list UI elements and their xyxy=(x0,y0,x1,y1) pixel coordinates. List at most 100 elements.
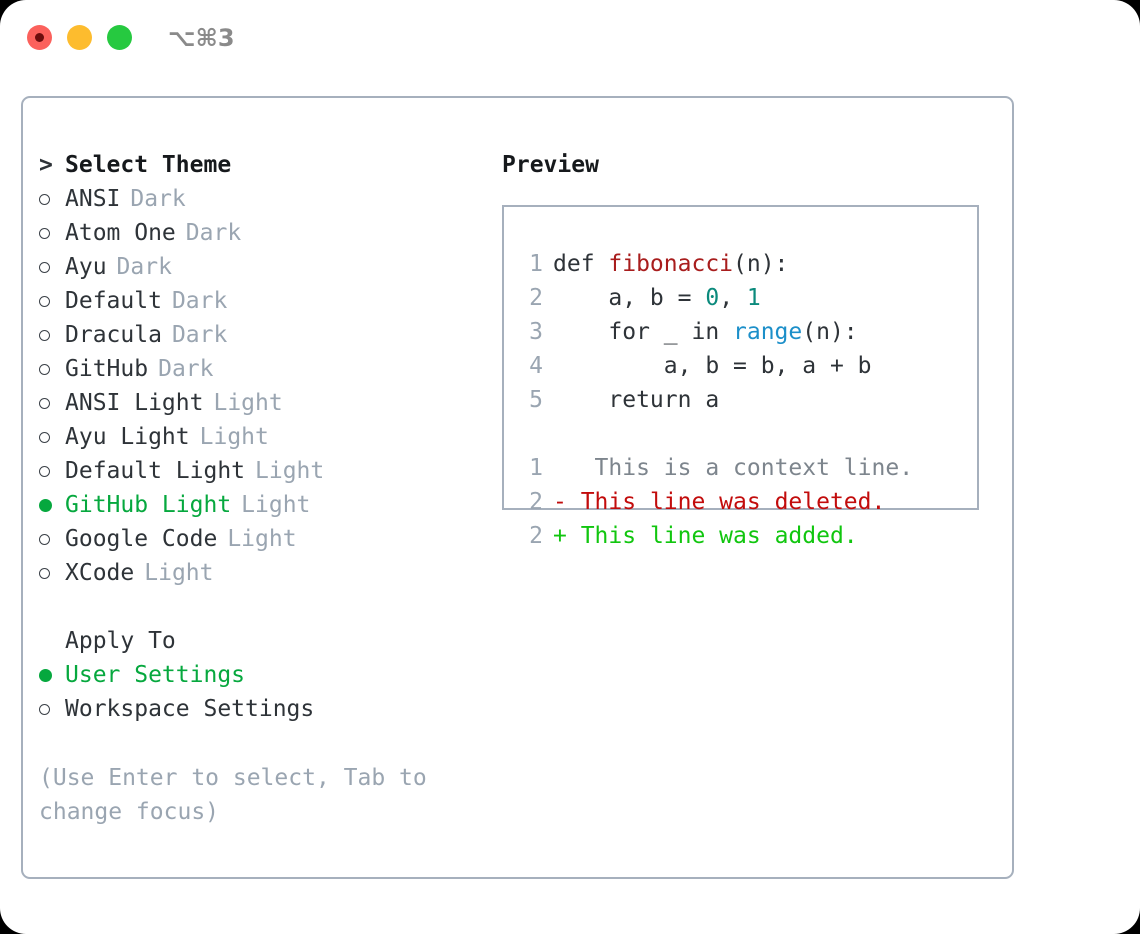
code-token: 0 xyxy=(705,285,720,311)
code-line: 2 a, b = 0, 1 xyxy=(517,281,973,315)
diff-line: 1 This is a context line. xyxy=(517,451,973,485)
diff-sample: 1 This is a context line.2- This line wa… xyxy=(517,451,973,553)
list-spacer xyxy=(39,590,479,624)
apply-to-item[interactable]: Workspace Settings xyxy=(39,692,479,726)
code-line: 3 for _ in range(n): xyxy=(517,315,973,349)
radio-selected-icon xyxy=(39,489,65,523)
apply-to-item[interactable]: User Settings xyxy=(39,658,479,692)
theme-variant-badge: Light xyxy=(255,458,325,484)
theme-variant-badge: Dark xyxy=(171,322,228,348)
diff-line: 2+ This line was added. xyxy=(517,519,973,553)
maximize-button[interactable] xyxy=(107,25,132,50)
theme-list-item-label: Google Code xyxy=(65,526,218,552)
theme-list-item-label: ANSI xyxy=(65,186,121,212)
line-number: 2 xyxy=(529,489,543,515)
record-dot-icon xyxy=(35,33,44,42)
code-token: a, b = xyxy=(553,285,706,311)
theme-variant-badge: Light xyxy=(199,424,269,450)
theme-list-item-label: ANSI Light xyxy=(65,390,204,416)
theme-list-item[interactable]: Default Dark xyxy=(39,284,479,318)
diff-marker: + xyxy=(553,523,567,549)
theme-variant-badge: Dark xyxy=(130,186,186,212)
diff-text: This line was deleted. xyxy=(566,489,886,515)
radio-unselected-icon xyxy=(39,693,65,727)
apply-to-item-label: User Settings xyxy=(65,662,246,688)
code-token: for _ in xyxy=(553,319,734,345)
code-line: 4 a, b = b, a + b xyxy=(517,349,973,383)
theme-variant-badge: Dark xyxy=(116,254,172,280)
theme-list-item[interactable]: GitHub Dark xyxy=(39,352,479,386)
diff-marker: - xyxy=(553,489,567,515)
line-number: 3 xyxy=(529,319,543,345)
code-token: (n): xyxy=(733,251,789,277)
theme-list-item-label: Ayu Light xyxy=(65,424,190,450)
minimize-button[interactable] xyxy=(67,25,92,50)
theme-list-item-label: XCode xyxy=(65,560,135,586)
radio-unselected-icon xyxy=(39,421,65,455)
theme-list-item[interactable]: GitHub Light Light xyxy=(39,488,479,522)
code-token: (n): xyxy=(802,319,858,345)
apply-to-header: Apply To xyxy=(39,624,479,658)
radio-unselected-icon xyxy=(39,217,65,251)
theme-list-item[interactable]: XCode Light xyxy=(39,556,479,590)
theme-variant-badge: Light xyxy=(241,492,311,518)
theme-list-item-label: Ayu xyxy=(65,254,107,280)
radio-unselected-icon xyxy=(39,387,65,421)
line-number: 4 xyxy=(529,353,543,379)
theme-list-item[interactable]: Ayu Light Light xyxy=(39,420,479,454)
radio-unselected-icon xyxy=(39,285,65,319)
theme-list-item[interactable]: ANSI Dark xyxy=(39,182,479,216)
theme-variant-badge: Dark xyxy=(185,220,242,246)
code-token: def xyxy=(553,251,609,277)
theme-list-item-label: Default xyxy=(65,288,162,314)
diff-text: This is a context line. xyxy=(566,455,914,481)
close-button[interactable] xyxy=(27,25,52,50)
line-number: 1 xyxy=(529,455,543,481)
theme-list-item-label: GitHub xyxy=(65,356,149,382)
line-number: 2 xyxy=(529,285,543,311)
radio-unselected-icon xyxy=(39,251,65,285)
theme-picker-header: >Select Theme xyxy=(39,148,479,182)
keyboard-hint: (Use Enter to select, Tab to change focu… xyxy=(39,765,427,825)
theme-list-item-label: GitHub Light xyxy=(65,492,232,518)
theme-list-item[interactable]: ANSI Light Light xyxy=(39,386,479,420)
theme-list-item-label: Dracula xyxy=(65,322,162,348)
code-token: fibonacci xyxy=(608,251,734,277)
radio-selected-icon xyxy=(39,659,65,693)
code-token: a, b = b, a + b xyxy=(553,353,872,379)
code-line: 5 return a xyxy=(517,383,973,417)
code-token: return a xyxy=(553,387,720,413)
radio-unselected-icon xyxy=(39,319,65,353)
apply-to-item-label: Workspace Settings xyxy=(65,696,315,722)
line-number: 2 xyxy=(529,523,543,549)
theme-list-item[interactable]: Ayu Dark xyxy=(39,250,479,284)
diff-line: 2- This line was deleted. xyxy=(517,485,973,519)
theme-variant-badge: Dark xyxy=(158,356,214,382)
traffic-light-buttons xyxy=(27,25,132,50)
cursor-arrow-icon: > xyxy=(39,152,53,178)
theme-list-item[interactable]: Dracula Dark xyxy=(39,318,479,352)
titlebar: ⌥⌘3 xyxy=(0,0,1140,78)
code-token: range xyxy=(733,319,803,345)
code-token: , xyxy=(719,285,747,311)
keyboard-shortcut-label: ⌥⌘3 xyxy=(168,24,235,52)
code-token: 1 xyxy=(746,285,761,311)
theme-variant-badge: Light xyxy=(144,560,214,586)
theme-variant-badge: Dark xyxy=(171,288,228,314)
radio-unselected-icon xyxy=(39,523,65,557)
line-number: 5 xyxy=(529,387,543,413)
radio-unselected-icon xyxy=(39,183,65,217)
theme-variant-badge: Light xyxy=(213,390,283,416)
